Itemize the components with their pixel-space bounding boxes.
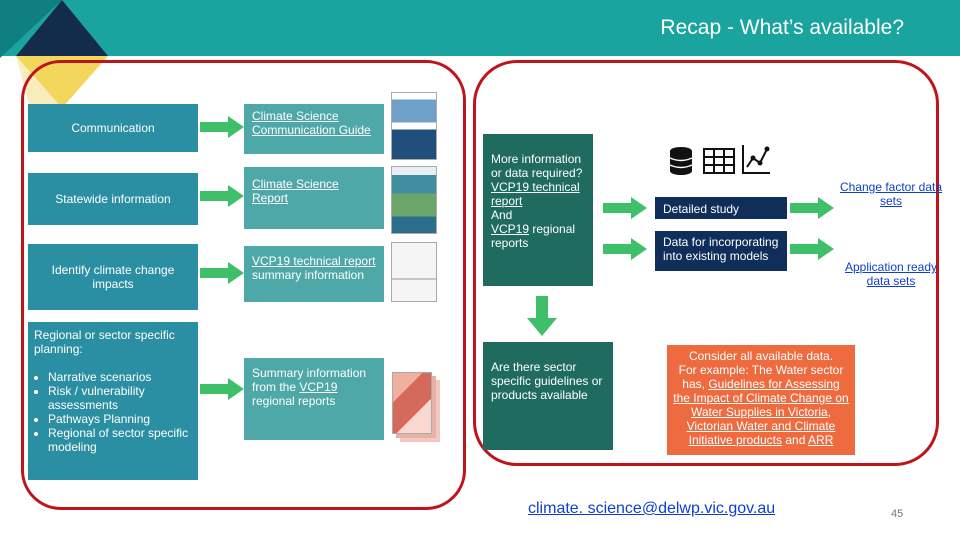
page-number: 45 [891, 508, 904, 520]
and-word: and [785, 433, 806, 447]
sector-guidelines-text: Are there sector specific guidelines or … [491, 360, 603, 402]
guide-link[interactable]: Climate Science Communication Guide [252, 109, 371, 137]
data-models-label: Data for incorporating into existing mod… [663, 235, 779, 263]
table-icon [703, 148, 735, 174]
consider-box: Consider all available data. For example… [667, 345, 855, 455]
contact-email: climate. science@delwp.vic.gov.au [528, 500, 775, 518]
and-text: And [491, 208, 513, 222]
summary-pre: Summary information from the [252, 366, 367, 394]
regional-report-stack-image [392, 372, 432, 434]
right-frame [473, 60, 939, 466]
summary-box: Summary information from the VCP19 regio… [244, 358, 384, 440]
consider-text-1: Consider all available data. [688, 349, 834, 363]
vcp-regional-link[interactable]: VCP19 [491, 222, 530, 236]
regional-heading: Regional or sector specific planning: [34, 328, 175, 356]
arrow-right-icon [603, 197, 647, 219]
vcp-technical-report-link[interactable]: VCP19 technical report [491, 180, 580, 208]
arrow-right-icon [603, 238, 647, 260]
arrow-right-icon [200, 116, 244, 138]
data-models-box: Data for incorporating into existing mod… [655, 231, 787, 271]
consider-text-2: For example: The Water sector has, [678, 363, 844, 391]
statewide-label: Statewide information [55, 192, 171, 206]
guide-box: Climate Science Communication Guide [244, 104, 384, 154]
detailed-study-label: Detailed study [663, 202, 740, 216]
arrow-right-icon [200, 185, 244, 207]
detailed-study-box: Detailed study [655, 197, 787, 219]
regional-reports-text: regional reports [491, 222, 576, 250]
application-ready-label: Application ready data sets [836, 260, 946, 288]
communication-box: Communication [28, 104, 198, 152]
impacts-box: Identify climate change impacts [28, 244, 198, 310]
email-link[interactable]: climate. science@delwp.vic.gov.au [528, 500, 776, 517]
arrow-down-icon [527, 296, 557, 336]
line-chart-icon [742, 145, 770, 174]
database-icon [669, 147, 693, 175]
report-link[interactable]: Climate Science Report [252, 177, 339, 205]
arr-link[interactable]: ARR [808, 433, 834, 447]
vicwater-link[interactable]: Victorian Water and Climate Initiative p… [686, 419, 836, 447]
slide-title: Recap - What’s available? [660, 16, 904, 39]
report-cover-image [391, 166, 437, 234]
sector-guidelines-box: Are there sector specific guidelines or … [483, 342, 613, 450]
arrow-right-icon [200, 378, 244, 400]
arrow-right-icon [790, 197, 834, 219]
list-item: Narrative scenarios [48, 370, 192, 384]
technical-report-cover-image [391, 242, 437, 302]
impacts-label: Identify climate change impacts [51, 263, 175, 291]
more-info-box: More information or data required? VCP19… [483, 134, 593, 286]
application-ready-link[interactable]: Application ready data sets [844, 260, 938, 288]
arrow-right-icon [790, 238, 834, 260]
list-item: Pathways Planning [48, 412, 192, 426]
vcp-summary-box: VCP19 technical report summary informati… [244, 246, 384, 302]
summary-vcp-link[interactable]: VCP19 [299, 380, 338, 394]
more-info-question: More information or data required? [491, 152, 583, 180]
list-item: Risk / vulnerability assessments [48, 384, 192, 412]
change-factor-label: Change factor data sets [836, 180, 946, 208]
vcp-summary-link[interactable]: VCP19 technical report [252, 254, 376, 268]
communication-label: Communication [71, 121, 155, 135]
guidelines-link[interactable]: Guidelines for Assessing the Impact of C… [673, 377, 849, 419]
summary-post: regional reports [252, 394, 336, 408]
list-item: Regional of sector specific modeling [48, 426, 192, 454]
report-box: Climate Science Report [244, 167, 384, 229]
guide-cover-image [391, 92, 437, 160]
regional-list: Narrative scenarios Risk / vulnerability… [34, 370, 192, 454]
header-bar [0, 0, 960, 56]
arrow-right-icon [200, 262, 244, 284]
statewide-box: Statewide information [28, 173, 198, 225]
vcp-summary-text: summary information [252, 268, 365, 282]
left-frame [21, 60, 466, 510]
regional-box: Regional or sector specific planning: Na… [28, 322, 198, 480]
change-factor-link[interactable]: Change factor data sets [839, 180, 943, 208]
